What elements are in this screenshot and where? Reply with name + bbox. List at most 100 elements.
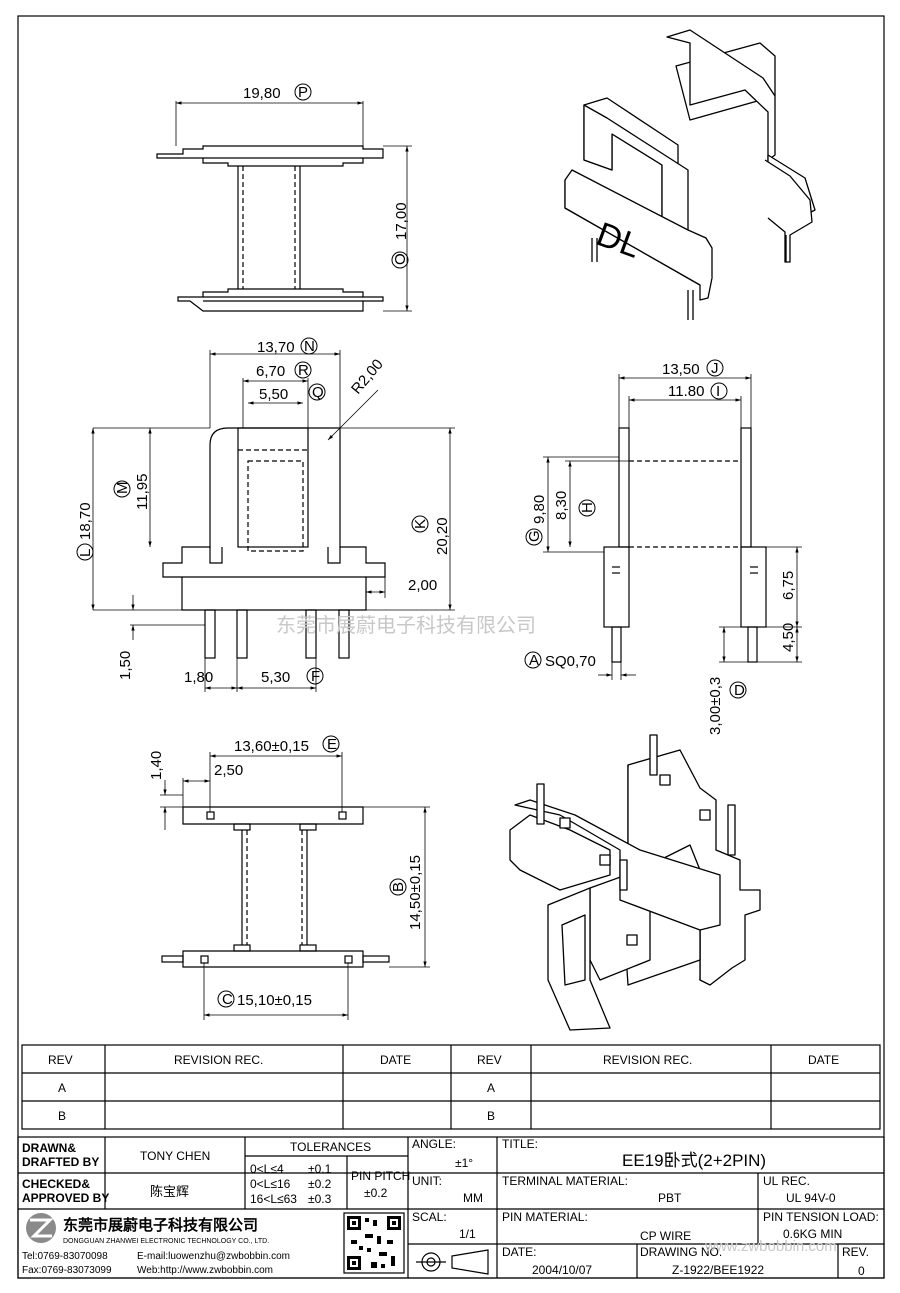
pin-pitch-value: ±0.2 [364, 1186, 388, 1200]
checked-label-2: APPROVED BY [22, 1191, 109, 1205]
bottom-view [160, 752, 430, 1020]
dim-n-value: 13,70 [257, 339, 295, 356]
dim-q-label: Q [312, 384, 324, 401]
dim-200-value: 2,00 [408, 577, 437, 594]
dim-i-value: 11.80 [668, 383, 704, 400]
dim-180-value: 1,80 [184, 669, 213, 686]
unit-label: UNIT: [412, 1174, 442, 1188]
dim-250-value: 2,50 [214, 762, 243, 779]
tol-range-3: 16<L≤63 [250, 1192, 297, 1206]
dim-g-value: 9,80 [531, 495, 548, 524]
dim-radius: R2,00 [348, 356, 387, 398]
rev-header-3: DATE [380, 1053, 411, 1067]
rev-row-a-right: A [487, 1081, 495, 1095]
title-block [17, 1136, 885, 1279]
dim-d-value: 3,00±0,3 [707, 677, 724, 735]
rev-header-5: REVISION REC. [603, 1053, 692, 1067]
dim-k-value: 20,20 [434, 517, 451, 555]
dim-l-label: L [77, 549, 94, 557]
front-view [91, 350, 455, 692]
iso-view-bottom [509, 734, 761, 1031]
tol-value-2: ±0.2 [308, 1177, 332, 1191]
terminal-material-value: PBT [658, 1191, 682, 1205]
title-value: EE19卧式(2+2PIN) [622, 1151, 766, 1170]
dim-h-label: H [579, 502, 596, 513]
drawing-no-value: Z-1922/BEE1922 [672, 1263, 764, 1277]
dim-p-label: P [298, 84, 308, 101]
drawing-no-label: DRAWING NO. [640, 1245, 722, 1259]
pin-pitch-label: PIN PITCH [351, 1169, 410, 1183]
unit-value: MM [463, 1191, 483, 1205]
angle-value: ±1° [455, 1156, 473, 1170]
watermark: 东莞市展蔚电子科技有限公司 [276, 614, 536, 637]
tension-label: PIN TENSION LOAD: [763, 1210, 879, 1224]
pin-material-value: CP WIRE [640, 1229, 691, 1243]
rev-header-1: REV [48, 1053, 73, 1067]
rev-header-2: REVISION REC. [174, 1053, 263, 1067]
dim-150-value: 1,50 [117, 651, 134, 680]
dim-b-value: 14,50±0,15 [407, 855, 424, 930]
terminal-material-label: TERMINAL MATERIAL: [502, 1174, 628, 1188]
rev-label: REV. [842, 1245, 869, 1259]
dim-j-value: 13,50 [662, 361, 700, 378]
dim-d-label: D [734, 682, 745, 699]
ul-value: UL 94V-0 [786, 1191, 836, 1205]
dim-m-label: M [114, 482, 131, 495]
qr-code [347, 1216, 401, 1270]
dim-o-value: 17,00 [393, 202, 410, 240]
company-email: E-mail:luowenzhu@zwbobbin.com [137, 1251, 290, 1262]
checked-value: 陈宝辉 [150, 1184, 189, 1199]
revision-table [21, 1044, 881, 1130]
dim-e-value: 13,60±0,15 [234, 738, 309, 755]
dim-r-label: R [298, 362, 309, 379]
dim-675-value: 6,75 [780, 571, 797, 600]
company-name-en: DONGGUAN ZHANWEI ELECTRONIC TECHNOLOGY C… [63, 1238, 269, 1245]
dim-h-value: 8,30 [553, 491, 570, 520]
rev-header-6: DATE [808, 1053, 839, 1067]
dim-f-value: 5,30 [261, 669, 290, 686]
dim-o-label: O [392, 253, 409, 265]
rev-row-a-left: A [58, 1081, 66, 1095]
tolerances-label: TOLERANCES [290, 1140, 371, 1154]
dim-450-value: 4,50 [780, 623, 797, 652]
dim-r-value: 6,70 [256, 363, 285, 380]
dim-140-value: 1,40 [148, 751, 165, 780]
top-view [156, 101, 412, 312]
tension-value: 0.6KG MIN [783, 1227, 842, 1241]
angle-label: ANGLE: [412, 1137, 456, 1151]
company-tel: Tel:0769-83070098 [22, 1251, 108, 1262]
dim-l-value: 18,70 [77, 502, 94, 540]
ul-label: UL REC. [763, 1174, 810, 1188]
dim-i-label: I [716, 383, 720, 400]
dim-n-label: N [304, 338, 315, 355]
checked-label-1: CHECKED& [22, 1177, 90, 1191]
drawn-value: TONY CHEN [140, 1149, 210, 1163]
company-fax: Fax:0769-83073099 [22, 1265, 112, 1276]
scale-label: SCAL: [412, 1210, 447, 1224]
dim-c-label: C [222, 991, 233, 1008]
dim-q-value: 5,50 [259, 386, 288, 403]
company-logo [26, 1213, 56, 1243]
rev-value: 0 [858, 1264, 865, 1278]
title-label: TITLE: [502, 1137, 538, 1151]
date-value: 2004/10/07 [532, 1263, 592, 1277]
dim-a-label: A [529, 652, 539, 669]
tol-range-1: 0<L≤4 [250, 1162, 284, 1176]
company-name-cn: 东莞市展蔚电子科技有限公司 [63, 1216, 258, 1234]
site-watermark: www.zwbobbin.com [704, 1238, 837, 1255]
dim-c-value: 15,10±0,15 [237, 992, 312, 1009]
tol-value-3: ±0.3 [308, 1192, 332, 1206]
iso-view-top [564, 29, 816, 320]
tol-value-1: ±0.1 [308, 1162, 332, 1176]
drawn-label-2: DRAFTED BY [22, 1155, 99, 1169]
dim-g-label: G [526, 530, 543, 542]
tol-range-2: 0<L≤16 [250, 1177, 291, 1191]
dim-a-value: SQ0,70 [545, 653, 596, 670]
dim-f-label: F [311, 668, 320, 685]
dim-b-label: B [390, 882, 407, 892]
dim-p-value: 19,80 [243, 85, 281, 102]
scale-value: 1/1 [459, 1227, 476, 1241]
dim-m-value: 11,95 [134, 474, 151, 510]
company-web: Web:http://www.zwbobbin.com [137, 1265, 273, 1276]
